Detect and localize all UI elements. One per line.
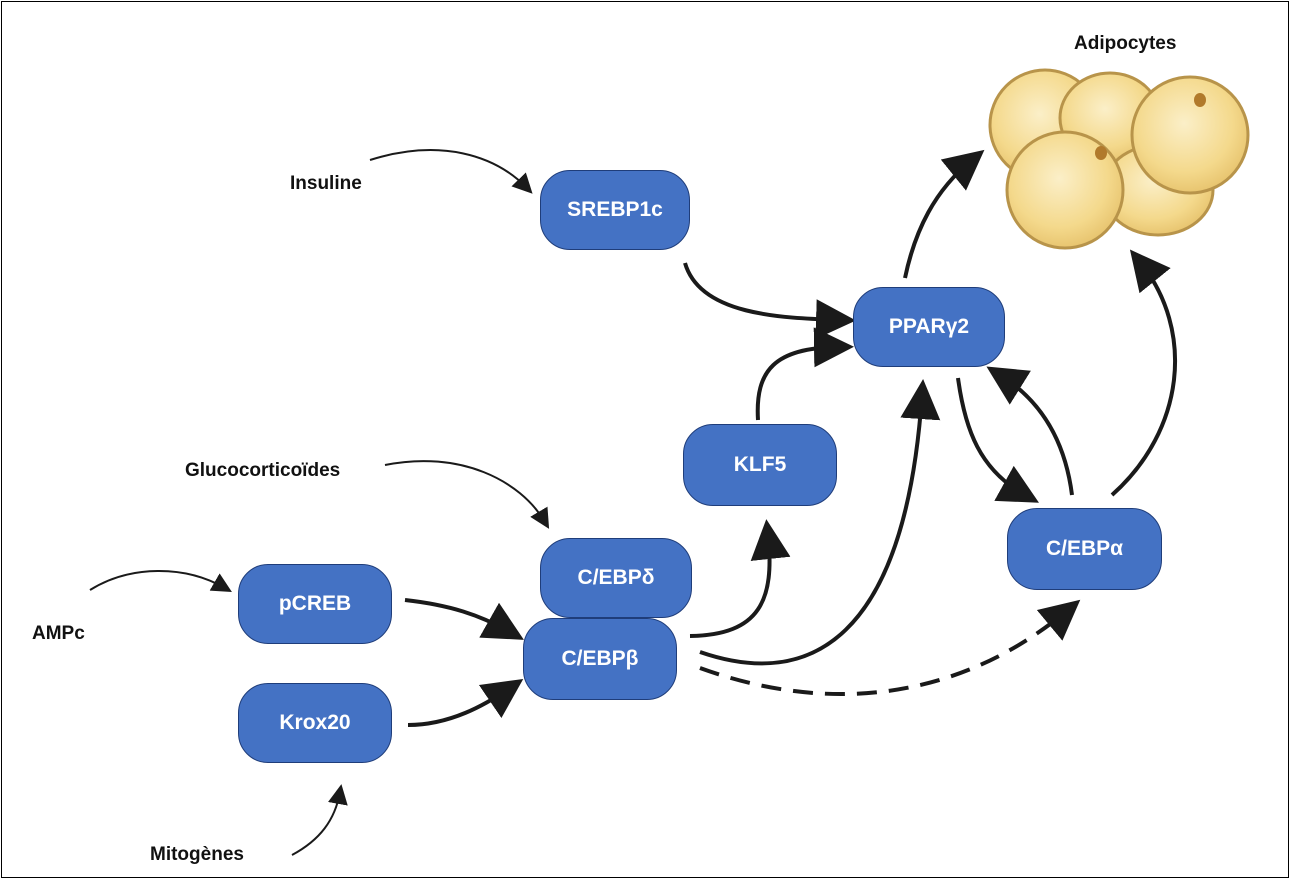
arrow-cebpa-ppar [986, 366, 1074, 496]
node-pcreb: pCREB [238, 564, 392, 644]
arrow-krox20-cebpb [407, 679, 524, 727]
arrow-cebpb-ppar [699, 379, 941, 666]
node-cebp-alpha: C/EBPα [1007, 508, 1162, 590]
adipocyte-cells-icon [988, 68, 1250, 250]
node-cebp-delta: C/EBPδ [540, 538, 692, 618]
arrow-mitogenes-krox20 [291, 784, 348, 856]
label-mitogenes: Mitogènes [150, 844, 244, 865]
arrow-cebpb-klf5 [689, 519, 791, 638]
label-glucocorticoides: Glucocorticoïdes [185, 460, 341, 481]
arrow-ppar-adipocytes [903, 149, 985, 279]
label-insuline: Insuline [290, 173, 362, 194]
arrow-glucocorticoides-cebpd [384, 460, 550, 529]
arrow-ppar-cebpa [956, 377, 1039, 503]
node-srebp1c: SREBP1c [540, 170, 690, 250]
arrow-pcreb-cebpb [404, 598, 524, 640]
node-krox20: Krox20 [238, 683, 392, 763]
arrow-insuline-srebp1c [369, 149, 533, 194]
arrow-cebpa-adipocytes [1110, 249, 1178, 497]
label-ampc: AMPc [32, 623, 85, 644]
label-adipocytes: Adipocytes [1074, 33, 1177, 54]
node-ppar-gamma2: PPARγ2 [853, 287, 1005, 367]
arrow-klf5-ppar [755, 327, 854, 421]
arrow-cebpb-cebpa-dashed [699, 599, 1081, 697]
node-klf5: KLF5 [683, 424, 837, 506]
arrow-srebp1c-ppar [683, 262, 856, 340]
node-cebp-beta: C/EBPβ [523, 618, 677, 700]
arrow-ampc-pcreb [89, 570, 232, 592]
